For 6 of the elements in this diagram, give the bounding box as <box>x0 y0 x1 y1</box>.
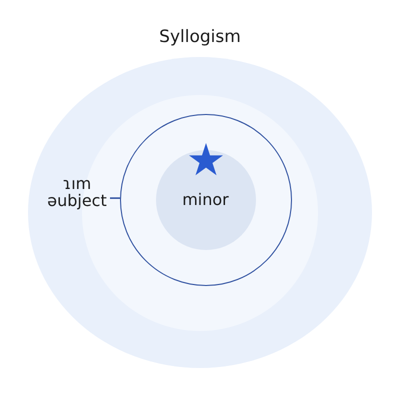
callout-label: ɿım <box>62 175 92 192</box>
callout-label: əubject <box>47 192 107 209</box>
leader-line <box>110 197 120 199</box>
circle-label: minor <box>182 191 229 208</box>
rim-circle <box>120 114 292 286</box>
diagram-title: Syllogism <box>159 27 241 47</box>
